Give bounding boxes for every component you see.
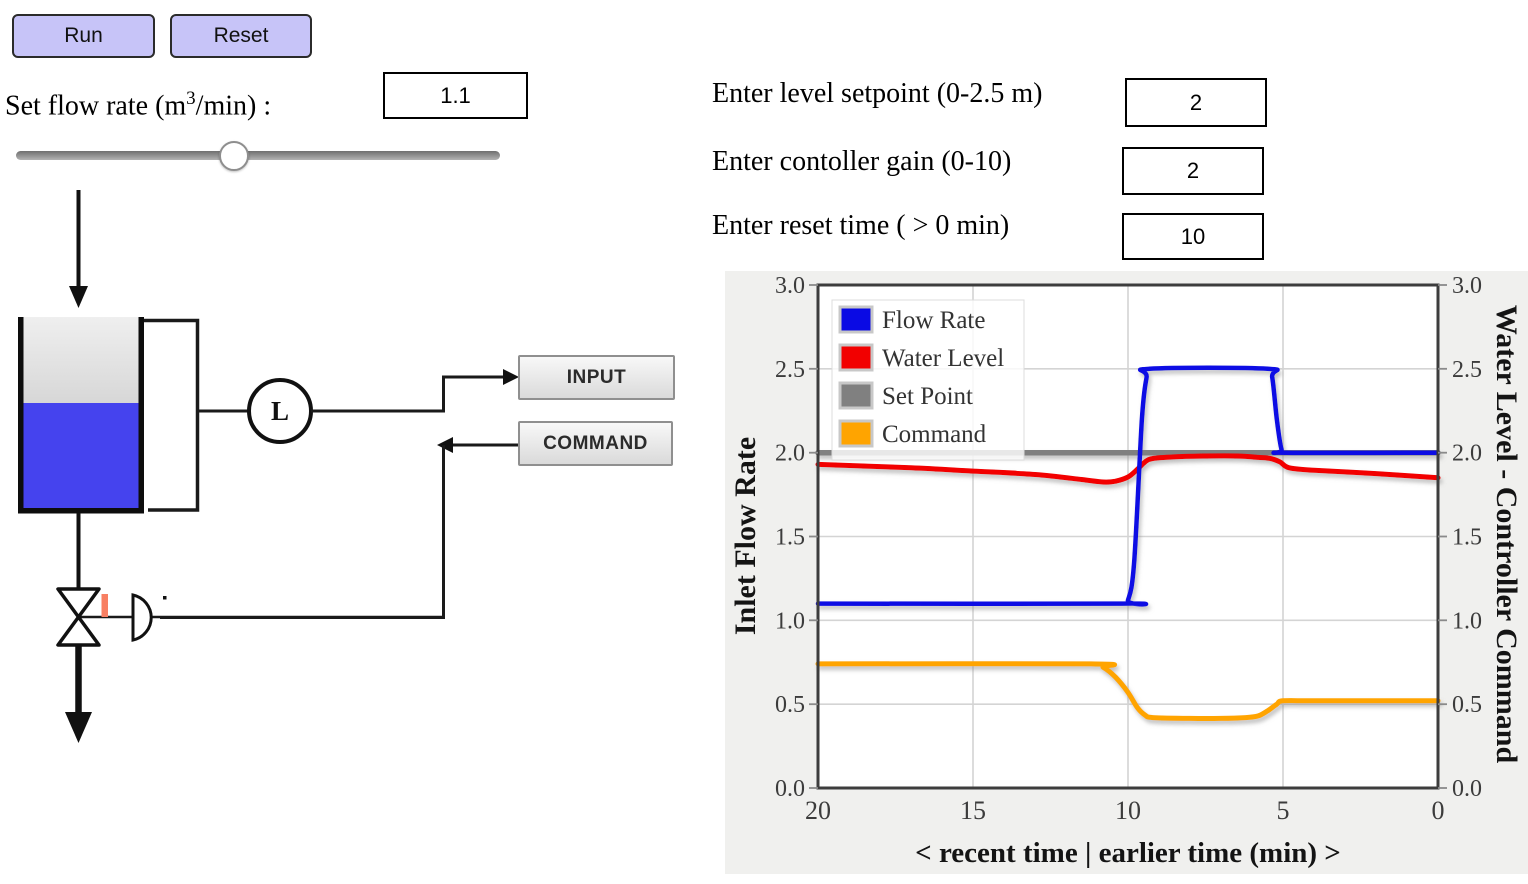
sensor-to-input-line [311, 369, 519, 413]
input-arrowhead [503, 369, 519, 385]
flow-rate-line [815, 365, 1441, 607]
y-tick-label: 2.5 [775, 357, 805, 383]
valve-actuator [131, 593, 153, 642]
y-tick-label: 0.0 [1452, 776, 1482, 802]
input-signal-box: INPUT [518, 355, 675, 400]
command-line [815, 661, 1441, 722]
trend-chart: 3.0 2.5 2.0 1.5 1.0 0.5 0.0 3.0 2.5 2.0 … [725, 271, 1528, 874]
reset-time-label: Enter reset time ( > 0 min) [712, 210, 1010, 241]
y-tick-label: 2.0 [1452, 441, 1482, 467]
x-tick-label: 10 [1115, 796, 1141, 825]
level-gauge-bracket [144, 318, 200, 512]
axis-ticks [809, 284, 1447, 789]
right-axis-tick-labels: 3.0 2.5 2.0 1.5 1.0 0.5 0.0 [1452, 273, 1482, 802]
y-tick-label: 0.0 [775, 776, 805, 802]
chart-legend: Flow Rate Water Level Set Point Command [831, 299, 1025, 461]
y-tick-label: 3.0 [775, 273, 805, 299]
flow-rate-label-suffix: /min) : [195, 90, 272, 122]
tank [18, 317, 144, 514]
y-tick-label: 1.5 [1452, 525, 1482, 551]
gain-input[interactable]: 2 [1122, 147, 1264, 195]
y-tick-label: 0.5 [1452, 692, 1482, 718]
x-tick-label: 0 [1432, 796, 1445, 825]
flow-rate-slider-track[interactable] [16, 151, 500, 160]
run-button[interactable]: Run [12, 14, 155, 58]
legend-swatch-water-level [838, 343, 874, 372]
y-tick-label: 2.5 [1452, 357, 1482, 383]
legend-swatch-set-point [838, 381, 874, 410]
x-tick-label: 20 [805, 796, 831, 825]
flow-rate-slider-thumb[interactable] [218, 141, 249, 171]
x-axis-tick-labels: 20 15 10 5 0 [805, 796, 1445, 825]
reset-time-input[interactable]: 10 [1122, 213, 1264, 260]
setpoint-input[interactable]: 2 [1125, 78, 1267, 127]
tank-air-space [23, 317, 139, 403]
flow-rate-label-exponent: 3 [186, 88, 196, 109]
left-y-axis-title: Inlet Flow Rate [729, 437, 762, 635]
level-sensor-circle [247, 378, 313, 444]
legend-label-command: Command [882, 421, 987, 448]
command-to-valve-line [160, 437, 518, 619]
actuator-dot [163, 596, 167, 600]
x-tick-label: 15 [960, 796, 986, 825]
control-valve [56, 587, 101, 647]
legend-label-set-point: Set Point [882, 383, 973, 410]
x-tick-label: 5 [1277, 796, 1290, 825]
inlet-flow-arrow [69, 190, 88, 308]
command-signal-box: COMMAND [518, 421, 673, 466]
y-tick-label: 2.0 [775, 441, 805, 467]
y-tick-label: 1.0 [775, 608, 805, 634]
flow-rate-input[interactable]: 1.1 [383, 72, 528, 119]
tank-water [23, 403, 139, 509]
legend-swatch-command [838, 419, 874, 448]
level-sensor-label: L [271, 396, 289, 426]
valve-position-mark [101, 594, 108, 617]
y-tick-label: 1.5 [775, 525, 805, 551]
reset-button[interactable]: Reset [170, 14, 312, 58]
legend-swatch-flow-rate [838, 305, 874, 334]
y-tick-label: 1.0 [1452, 608, 1482, 634]
flow-rate-label-prefix: Set flow rate (m [5, 90, 187, 122]
command-arrowhead [437, 437, 453, 453]
gain-label: Enter contoller gain (0-10) [712, 146, 1012, 177]
legend-label-water-level: Water Level [882, 345, 1004, 372]
y-tick-label: 3.0 [1452, 273, 1482, 299]
right-y-axis-title: Water Level - Controller Command [1490, 305, 1523, 764]
x-axis-title: < recent time | earlier time (min) > [915, 837, 1341, 869]
flow-rate-label: Set flow rate (m3/min) : [5, 88, 271, 122]
outlet-flow-arrow [65, 645, 92, 743]
left-axis-tick-labels: 3.0 2.5 2.0 1.5 1.0 0.5 0.0 [775, 273, 805, 802]
legend-label-flow-rate: Flow Rate [882, 307, 985, 334]
setpoint-label: Enter level setpoint (0-2.5 m) [712, 78, 1043, 109]
y-tick-label: 0.5 [775, 692, 805, 718]
water-level-line [815, 453, 1441, 485]
